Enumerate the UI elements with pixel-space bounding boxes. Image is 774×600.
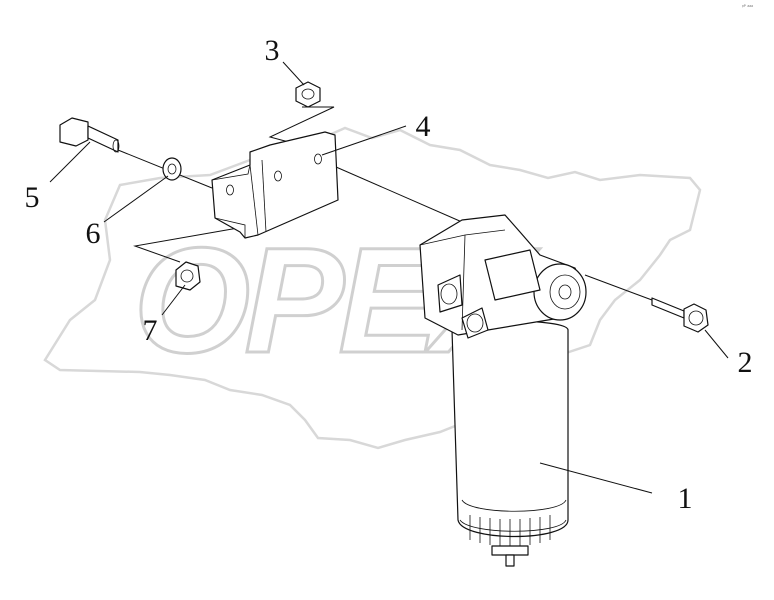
part-7-nut	[175, 261, 201, 291]
watermark-logo: OPEX	[43, 126, 702, 450]
assembly-line-nut-7	[133, 227, 239, 263]
part-1-fuel-filter	[419, 214, 587, 567]
callout-leaders	[49, 61, 729, 494]
leader-2	[704, 329, 729, 359]
callout-6: 6	[86, 217, 101, 250]
leader-7	[161, 284, 186, 316]
leader-6	[103, 175, 169, 223]
leader-4	[321, 125, 407, 156]
part-6-washer	[162, 157, 182, 181]
part-5-bolt	[59, 117, 120, 153]
corner-mark: ᵖᴾ ᵃᵃᵃ	[742, 4, 753, 10]
leader-5	[49, 141, 91, 183]
callout-4: 4	[416, 110, 431, 143]
callout-labels: 1 2 3 4 5 6 7	[25, 34, 753, 515]
callout-1: 1	[678, 482, 693, 515]
callout-3: 3	[265, 34, 280, 67]
leader-1	[539, 462, 653, 494]
callout-7: 7	[143, 314, 158, 347]
callout-5: 5	[25, 181, 40, 214]
part-3-nut	[295, 81, 321, 108]
assembly-line-bolt-2	[584, 274, 653, 301]
leader-3	[282, 61, 305, 86]
filter-bottom-ribs	[469, 515, 551, 546]
assembly-line-bracket-filter	[319, 159, 463, 223]
part-2-bolt	[651, 297, 709, 333]
callout-2: 2	[738, 346, 753, 379]
part-4-bracket	[211, 131, 339, 239]
